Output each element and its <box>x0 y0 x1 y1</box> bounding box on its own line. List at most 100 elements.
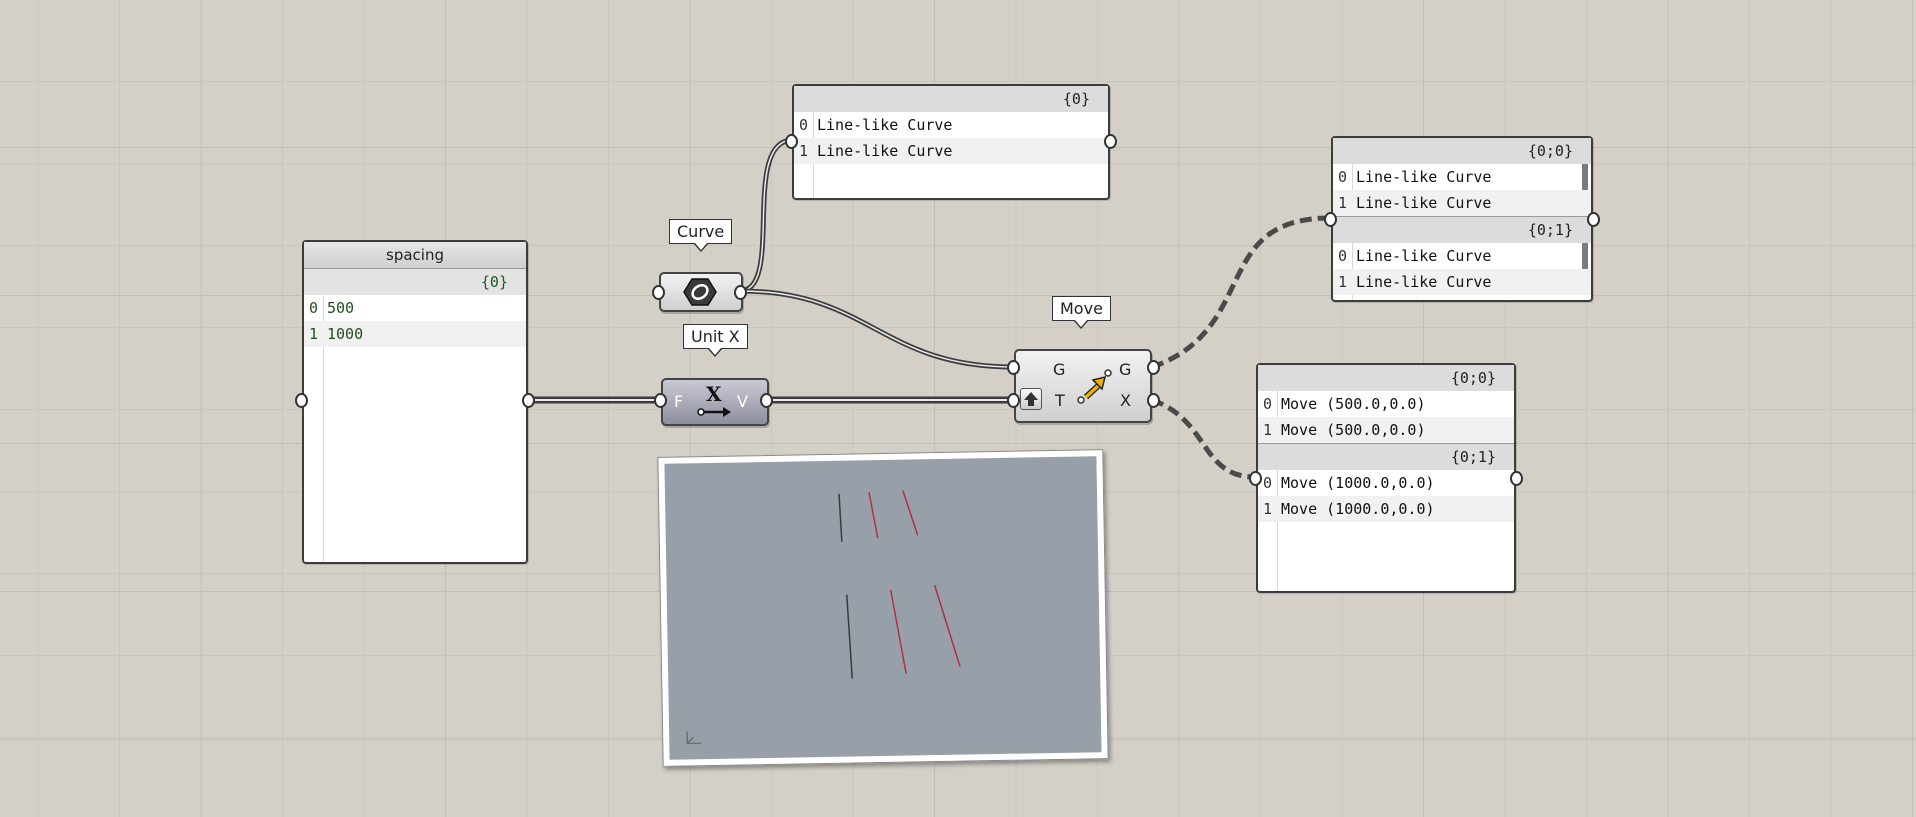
move-input-g-grip[interactable] <box>1007 360 1020 375</box>
move-component[interactable]: G T G X <box>1014 349 1152 423</box>
unit-x-icon: X <box>697 382 733 420</box>
moved-curves-output-grip[interactable] <box>1587 212 1600 227</box>
output-x-label: X <box>1120 391 1131 410</box>
item-index: 0 <box>1262 395 1273 413</box>
spacing-input-grip[interactable] <box>295 393 308 408</box>
item-index: 0 <box>1337 168 1348 186</box>
curve-param-icon <box>683 278 717 306</box>
transform-output-grip[interactable] <box>1510 471 1523 486</box>
curve-component[interactable] <box>659 272 743 312</box>
move-tag: Move <box>1052 296 1111 329</box>
wire-curve-to-move-inner <box>739 290 1015 368</box>
moved-curves-input-grip[interactable] <box>1324 212 1337 227</box>
branch-path: {0;1} <box>1333 216 1591 243</box>
branch-path: {0;1} <box>1258 443 1514 470</box>
viewport-preview[interactable] <box>657 449 1109 767</box>
item-index: 1 <box>1262 421 1273 439</box>
item-value: Line-like Curve <box>1356 194 1492 212</box>
curve-input-grip[interactable] <box>652 285 665 300</box>
item-index: 0 <box>798 116 809 134</box>
transform-input-grip[interactable] <box>1249 471 1262 486</box>
curve-line <box>838 493 843 542</box>
viewport-geometry <box>686 490 961 745</box>
unit-x-input-grip[interactable] <box>654 393 667 408</box>
input-f-label: F <box>674 392 684 411</box>
item-value: Line-like Curve <box>1356 168 1492 186</box>
list-item: 0 Line-like Curve <box>1333 243 1591 269</box>
item-index: 1 <box>1337 194 1348 212</box>
list-item: 0 Move (1000.0,0.0) <box>1258 470 1514 496</box>
branch-path: {0} <box>304 269 526 295</box>
wire-move-g-to-panel <box>1151 215 1331 370</box>
curve-line <box>846 594 853 679</box>
item-index: 0 <box>308 299 319 317</box>
branch-path: {0} <box>794 86 1108 112</box>
unit-x-output-grip[interactable] <box>760 393 773 408</box>
item-value: 500 <box>327 299 355 317</box>
unit-x-tag: Unit X <box>683 324 748 357</box>
panel-gutter <box>1277 365 1278 591</box>
output-v-label: V <box>737 392 748 411</box>
input-g-label: G <box>1053 360 1066 379</box>
wire-curve-to-panel-inner <box>739 139 794 292</box>
wire-move-x-to-panel <box>1151 397 1256 480</box>
move-output-g-grip[interactable] <box>1147 360 1160 375</box>
item-value: Move (1000.0,0.0) <box>1281 474 1435 492</box>
item-value: Move (500.0,0.0) <box>1281 421 1426 439</box>
move-output-x-grip[interactable] <box>1147 393 1160 408</box>
moved-curve-line <box>902 490 919 536</box>
up-arrow-icon <box>1024 392 1038 406</box>
wire-curve-to-panel <box>739 137 794 294</box>
item-index: 0 <box>1337 247 1348 265</box>
item-index: 1 <box>308 325 319 343</box>
item-value: Move (500.0,0.0) <box>1281 395 1426 413</box>
unit-x-glyph: X <box>706 382 722 406</box>
move-input-t-grip[interactable] <box>1007 393 1020 408</box>
list-item: 1 Move (1000.0,0.0) <box>1258 496 1514 522</box>
unit-x-component[interactable]: F V X <box>661 378 769 426</box>
item-index: 0 <box>1262 474 1273 492</box>
list-item: 1 Line-like Curve <box>794 138 1108 164</box>
list-item: 1 Line-like Curve <box>1333 269 1591 295</box>
moved-curve-line <box>933 584 961 667</box>
item-value: Move (1000.0,0.0) <box>1281 500 1435 518</box>
list-item: 1 Line-like Curve <box>1333 190 1591 216</box>
move-arrow-icon <box>1077 369 1112 404</box>
item-index: 1 <box>1337 273 1348 291</box>
panel-title: spacing <box>304 242 526 269</box>
item-index: 1 <box>1262 500 1273 518</box>
spacing-panel[interactable]: spacing {0} 0 500 1 1000 <box>302 240 528 564</box>
branch-path: {0;0} <box>1333 138 1591 164</box>
list-item: 0 500 <box>304 295 526 321</box>
spacing-output-grip[interactable] <box>522 393 535 408</box>
extract-icon[interactable] <box>1020 388 1042 410</box>
list-item: 0 Line-like Curve <box>1333 164 1591 190</box>
item-value: Line-like Curve <box>817 116 953 134</box>
arrow-icon <box>697 407 731 417</box>
moved-curve-line <box>889 589 907 674</box>
list-item: 1 Move (500.0,0.0) <box>1258 417 1514 443</box>
viewport-screen <box>664 456 1102 760</box>
axis-icon <box>686 731 702 745</box>
branch-path: {0;0} <box>1258 365 1514 391</box>
input-t-label: T <box>1055 391 1065 410</box>
curve-panel-input-grip[interactable] <box>785 134 798 149</box>
item-value: 1000 <box>327 325 364 343</box>
list-item: 0 Line-like Curve <box>794 112 1108 138</box>
curve-tag: Curve <box>669 219 733 252</box>
curve-panel-output-grip[interactable] <box>1104 134 1117 149</box>
list-item: 0 Move (500.0,0.0) <box>1258 391 1514 417</box>
item-value: Line-like Curve <box>1356 273 1492 291</box>
list-item: 1 1000 <box>304 321 526 347</box>
item-index: 1 <box>798 142 809 160</box>
output-g-label: G <box>1119 360 1132 379</box>
curve-output-grip[interactable] <box>734 285 747 300</box>
item-value: Line-like Curve <box>1356 247 1492 265</box>
panel-gutter <box>323 296 324 562</box>
item-value: Line-like Curve <box>817 142 953 160</box>
moved-curve-line <box>868 492 879 539</box>
